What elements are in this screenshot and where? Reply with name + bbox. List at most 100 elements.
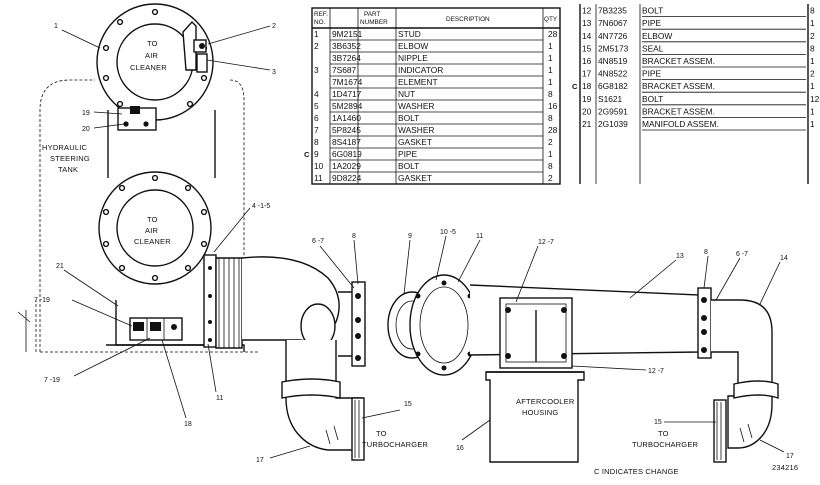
- change-indicator-note: C INDICATES CHANGE: [594, 467, 679, 476]
- table-cell-ref: 19: [582, 94, 592, 104]
- header-description: DESCRIPTION: [446, 16, 490, 23]
- table-cell-description: WASHER: [398, 101, 434, 111]
- header-part-line1: PART: [364, 11, 381, 18]
- table-cell-ref: 3: [314, 65, 319, 75]
- table-cell-qty: 8: [548, 113, 553, 123]
- table-cell-qty: 16: [548, 101, 558, 111]
- table-cell-part-number: 4N8522: [598, 69, 628, 79]
- table-cell-description: SEAL: [642, 43, 664, 53]
- table-cell-description: PIPE: [642, 69, 661, 79]
- callout-10-5: 10 -5: [440, 229, 456, 236]
- callout-11-mid: 11: [476, 233, 483, 240]
- mid-air-cleaner-label-1: TO: [147, 215, 158, 224]
- header-qty: QTY: [544, 16, 558, 23]
- table-cell-ref: 21: [582, 119, 592, 129]
- table-cell-qty: 28: [548, 29, 558, 39]
- callout-19: 19: [82, 110, 90, 117]
- change-mark: C: [572, 82, 578, 91]
- table-cell-part-number: 3B7264: [332, 53, 361, 63]
- callout-1: 1: [54, 23, 58, 30]
- table-cell-part-number: 4N8519: [598, 56, 628, 66]
- table-cell-part-number: 2M5173: [598, 43, 629, 53]
- hydraulic-tank-label-1: HYDRAULIC: [42, 143, 88, 152]
- table-cell-description: ELEMENT: [398, 77, 438, 87]
- callout-6-7-right: 6 -7: [736, 251, 748, 258]
- table-cell-ref: 17: [582, 69, 592, 79]
- table-cell-description: GASKET: [398, 173, 432, 183]
- callout-14: 14: [780, 255, 788, 262]
- table-cell-part-number: 7M1674: [332, 77, 363, 87]
- table-cell-qty: 2: [548, 137, 553, 147]
- callout-11-left: 11: [216, 395, 223, 402]
- callout-6-7-left: 6 -7: [312, 238, 324, 245]
- table-cell-description: GASKET: [398, 137, 432, 147]
- table-cell-description: WASHER: [398, 125, 434, 135]
- callout-15-right: 15: [654, 419, 662, 426]
- table-cell-part-number: 9D8224: [332, 173, 362, 183]
- mid-air-cleaner-label-2: AIR: [145, 226, 158, 235]
- to-turbo-left-label-2: TURBOCHARGER: [362, 440, 429, 449]
- table-cell-qty: 8: [810, 6, 815, 16]
- callout-17-right: 17: [786, 453, 794, 460]
- table-cell-qty: 1: [548, 77, 553, 87]
- table-cell-qty: 1: [548, 53, 553, 63]
- callout-12-7-bottom: 12 -7: [648, 368, 664, 375]
- table-cell-ref: 4: [314, 89, 319, 99]
- table-cell-qty: 1: [810, 119, 815, 129]
- restriction-indicator: [182, 20, 208, 73]
- upper-column: [107, 110, 216, 178]
- middle-flange-bolts: [102, 174, 208, 282]
- callout-17-left: 17: [256, 457, 264, 464]
- table-cell-description: BOLT: [398, 161, 419, 171]
- table-cell-part-number: 5P8245: [332, 125, 361, 135]
- hydraulic-tank-assembly: TO AIR CLEANER TO AIR CLEANER: [17, 3, 260, 353]
- to-turbo-left-label-1: TO: [376, 429, 387, 438]
- callout-8-right: 8: [704, 249, 708, 256]
- table-cell-qty: 28: [548, 125, 558, 135]
- table-cell-qty: 8: [548, 89, 553, 99]
- top-air-cleaner-opening: [116, 23, 194, 101]
- table-cell-ref: 10: [314, 161, 324, 171]
- manifold-flange-side: [203, 254, 217, 348]
- table-cell-part-number: 1A2029: [332, 161, 361, 171]
- left-turbo-elbow: TO TURBOCHARGER: [281, 340, 429, 461]
- header-ref-line2: NO.: [314, 19, 326, 26]
- callout-21: 21: [56, 263, 64, 270]
- table-cell-ref: 16: [582, 56, 592, 66]
- top-air-cleaner-label-2: AIR: [145, 51, 158, 60]
- table-cell-description: BRACKET ASSEM.: [642, 81, 715, 91]
- table-cell-part-number: 3B6352: [332, 41, 361, 51]
- table-cell-description: BOLT: [642, 6, 663, 16]
- aftercooler-label-2: HOUSING: [522, 408, 558, 417]
- table-cell-qty: 1: [810, 81, 815, 91]
- header-ref-line1: REF.: [314, 11, 328, 18]
- aftercooler-label-1: AFTERCOOLER: [516, 397, 575, 406]
- hydraulic-tank-label-2: STEERING: [50, 154, 90, 163]
- table-cell-ref: 11: [314, 173, 323, 183]
- callout-7-19-top: 7 -19: [34, 297, 50, 304]
- table-cell-ref: 5: [314, 101, 319, 111]
- table-cell-part-number: 6G8182: [598, 81, 628, 91]
- callout-12-7-top: 12 -7: [538, 239, 554, 246]
- aftercooler-bracket-16: [499, 297, 573, 369]
- callout-15-left: 15: [404, 401, 412, 408]
- right-turbo-elbow: TO TURBOCHARGER: [632, 299, 779, 463]
- mid-air-cleaner-label-3: CLEANER: [134, 237, 171, 246]
- table-cell-part-number: 2G1039: [598, 119, 628, 129]
- table-cell-part-number: 4N7726: [598, 31, 628, 41]
- center-pipe-run: AFTERCOOLER HOUSING: [338, 274, 721, 463]
- table-cell-qty: 8: [548, 161, 553, 171]
- callout-20: 20: [82, 126, 90, 133]
- table-cell-qty: 1: [548, 149, 553, 159]
- callout-9: 9: [408, 233, 412, 240]
- table-cell-ref: 1: [314, 29, 319, 39]
- table-cell-description: BRACKET ASSEM.: [642, 56, 715, 66]
- table-cell-ref: 14: [582, 31, 592, 41]
- callout-18: 18: [184, 421, 192, 428]
- aftercooler-housing: [485, 371, 585, 463]
- hydraulic-tank-label-3: TANK: [58, 165, 78, 174]
